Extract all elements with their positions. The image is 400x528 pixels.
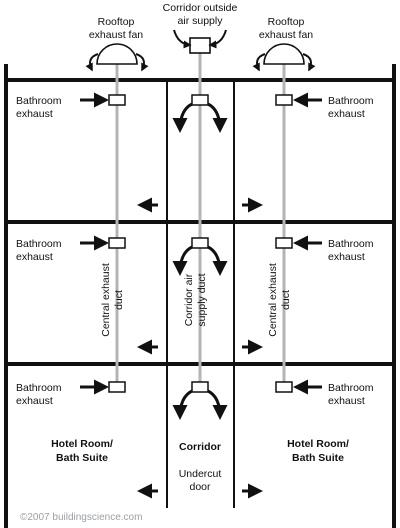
central-exhaust-duct-label-right-2: duct [280,290,292,310]
fan-left-discharge-left [85,53,99,72]
supply-discharge-right-f3 [207,102,228,133]
undercut-door-label-2: door [189,481,211,493]
fan-right-discharge-left [252,53,266,72]
duct-grilles [108,94,293,393]
bath-grille-left-f3 [108,94,126,106]
intake-arrow-right [208,29,227,49]
central-exhaust-duct-label-left-1: Central exhaust [100,263,112,337]
bath-grille-right-f1 [275,381,293,393]
bath-label-left-f3-2: exhaust [16,108,53,120]
supply-discharge-left-f1 [172,389,193,420]
hotel-room-left-label-2: Bath Suite [56,452,108,464]
supply-discharge-right-f2 [207,245,228,276]
top-labels: Corridor outside air supply Rooftop exha… [89,2,313,41]
supply-discharge-left-f3 [172,102,193,133]
corridor-supply-duct-label-2: supply duct [196,273,208,326]
corridor-label: Corridor [179,441,221,453]
rooftop-exhaust-fan-left [96,43,138,65]
central-exhaust-duct-label-right-1: Central exhaust [267,263,279,337]
supply-grille-f1 [191,381,209,393]
supply-discharge-right-f1 [207,389,228,420]
bath-label-right-f1-2: exhaust [328,395,365,407]
undercut-door-label-1: Undercut [179,468,222,480]
supply-grille-f3 [191,94,209,106]
bathroom-labels: Bathroom exhaust Bathroom exhaust Bathro… [16,95,374,407]
bath-label-right-f2-1: Bathroom [328,238,374,250]
bath-label-left-f2-1: Bathroom [16,238,62,250]
fan-left-discharge-right [135,53,149,72]
bath-label-left-f1-1: Bathroom [16,382,62,394]
hotel-room-right-label-1: Hotel Room/ [287,438,349,450]
bath-label-right-f2-2: exhaust [328,251,365,263]
rooftop-fan-left-label-1: Rooftop [98,16,135,28]
corridor-supply-arrows [172,102,228,420]
bath-label-right-f3-2: exhaust [328,108,365,120]
intake-arrow-left [173,29,192,49]
bath-grille-right-f3 [275,94,293,106]
rooftop-fan-right-label-2: exhaust fan [259,29,313,41]
rooftop-fan-left-label-2: exhaust fan [89,29,143,41]
bath-label-left-f3-1: Bathroom [16,95,62,107]
central-exhaust-duct-label-left-2: duct [113,290,125,310]
corridor-outside-air-label-2: air supply [178,15,224,27]
fan-right-discharge-right [302,53,316,72]
supply-grille-f2 [191,237,209,249]
hotel-room-left-label-1: Hotel Room/ [51,438,113,450]
outside-air-intake-box [189,37,211,54]
rooftop-airflow-arrows [85,29,316,72]
bath-label-left-f2-2: exhaust [16,251,53,263]
supply-discharge-left-f2 [172,245,193,276]
corridor-outside-air-label-1: Corridor outside [163,2,238,14]
bath-label-right-f1-1: Bathroom [328,382,374,394]
bathroom-exhaust-arrows [80,92,322,395]
bath-grille-left-f1 [108,381,126,393]
bath-grille-right-f2 [275,237,293,249]
door-transfer-arrows [137,197,263,499]
hotel-room-right-label-2: Bath Suite [292,452,344,464]
ducts [115,52,286,382]
corridor-supply-duct-label-1: Corridor air [183,273,195,326]
rooftop-fan-right-label-1: Rooftop [268,16,305,28]
space-labels: Hotel Room/ Bath Suite Corridor Hotel Ro… [51,438,349,493]
bath-label-left-f1-2: exhaust [16,395,53,407]
duct-labels: Central exhaust duct Corridor air supply… [100,263,292,337]
bath-grille-left-f2 [108,237,126,249]
rooftop-exhaust-fan-right [263,43,305,65]
copyright-notice: ©2007 buildingscience.com [20,512,143,523]
bath-label-right-f3-1: Bathroom [328,95,374,107]
